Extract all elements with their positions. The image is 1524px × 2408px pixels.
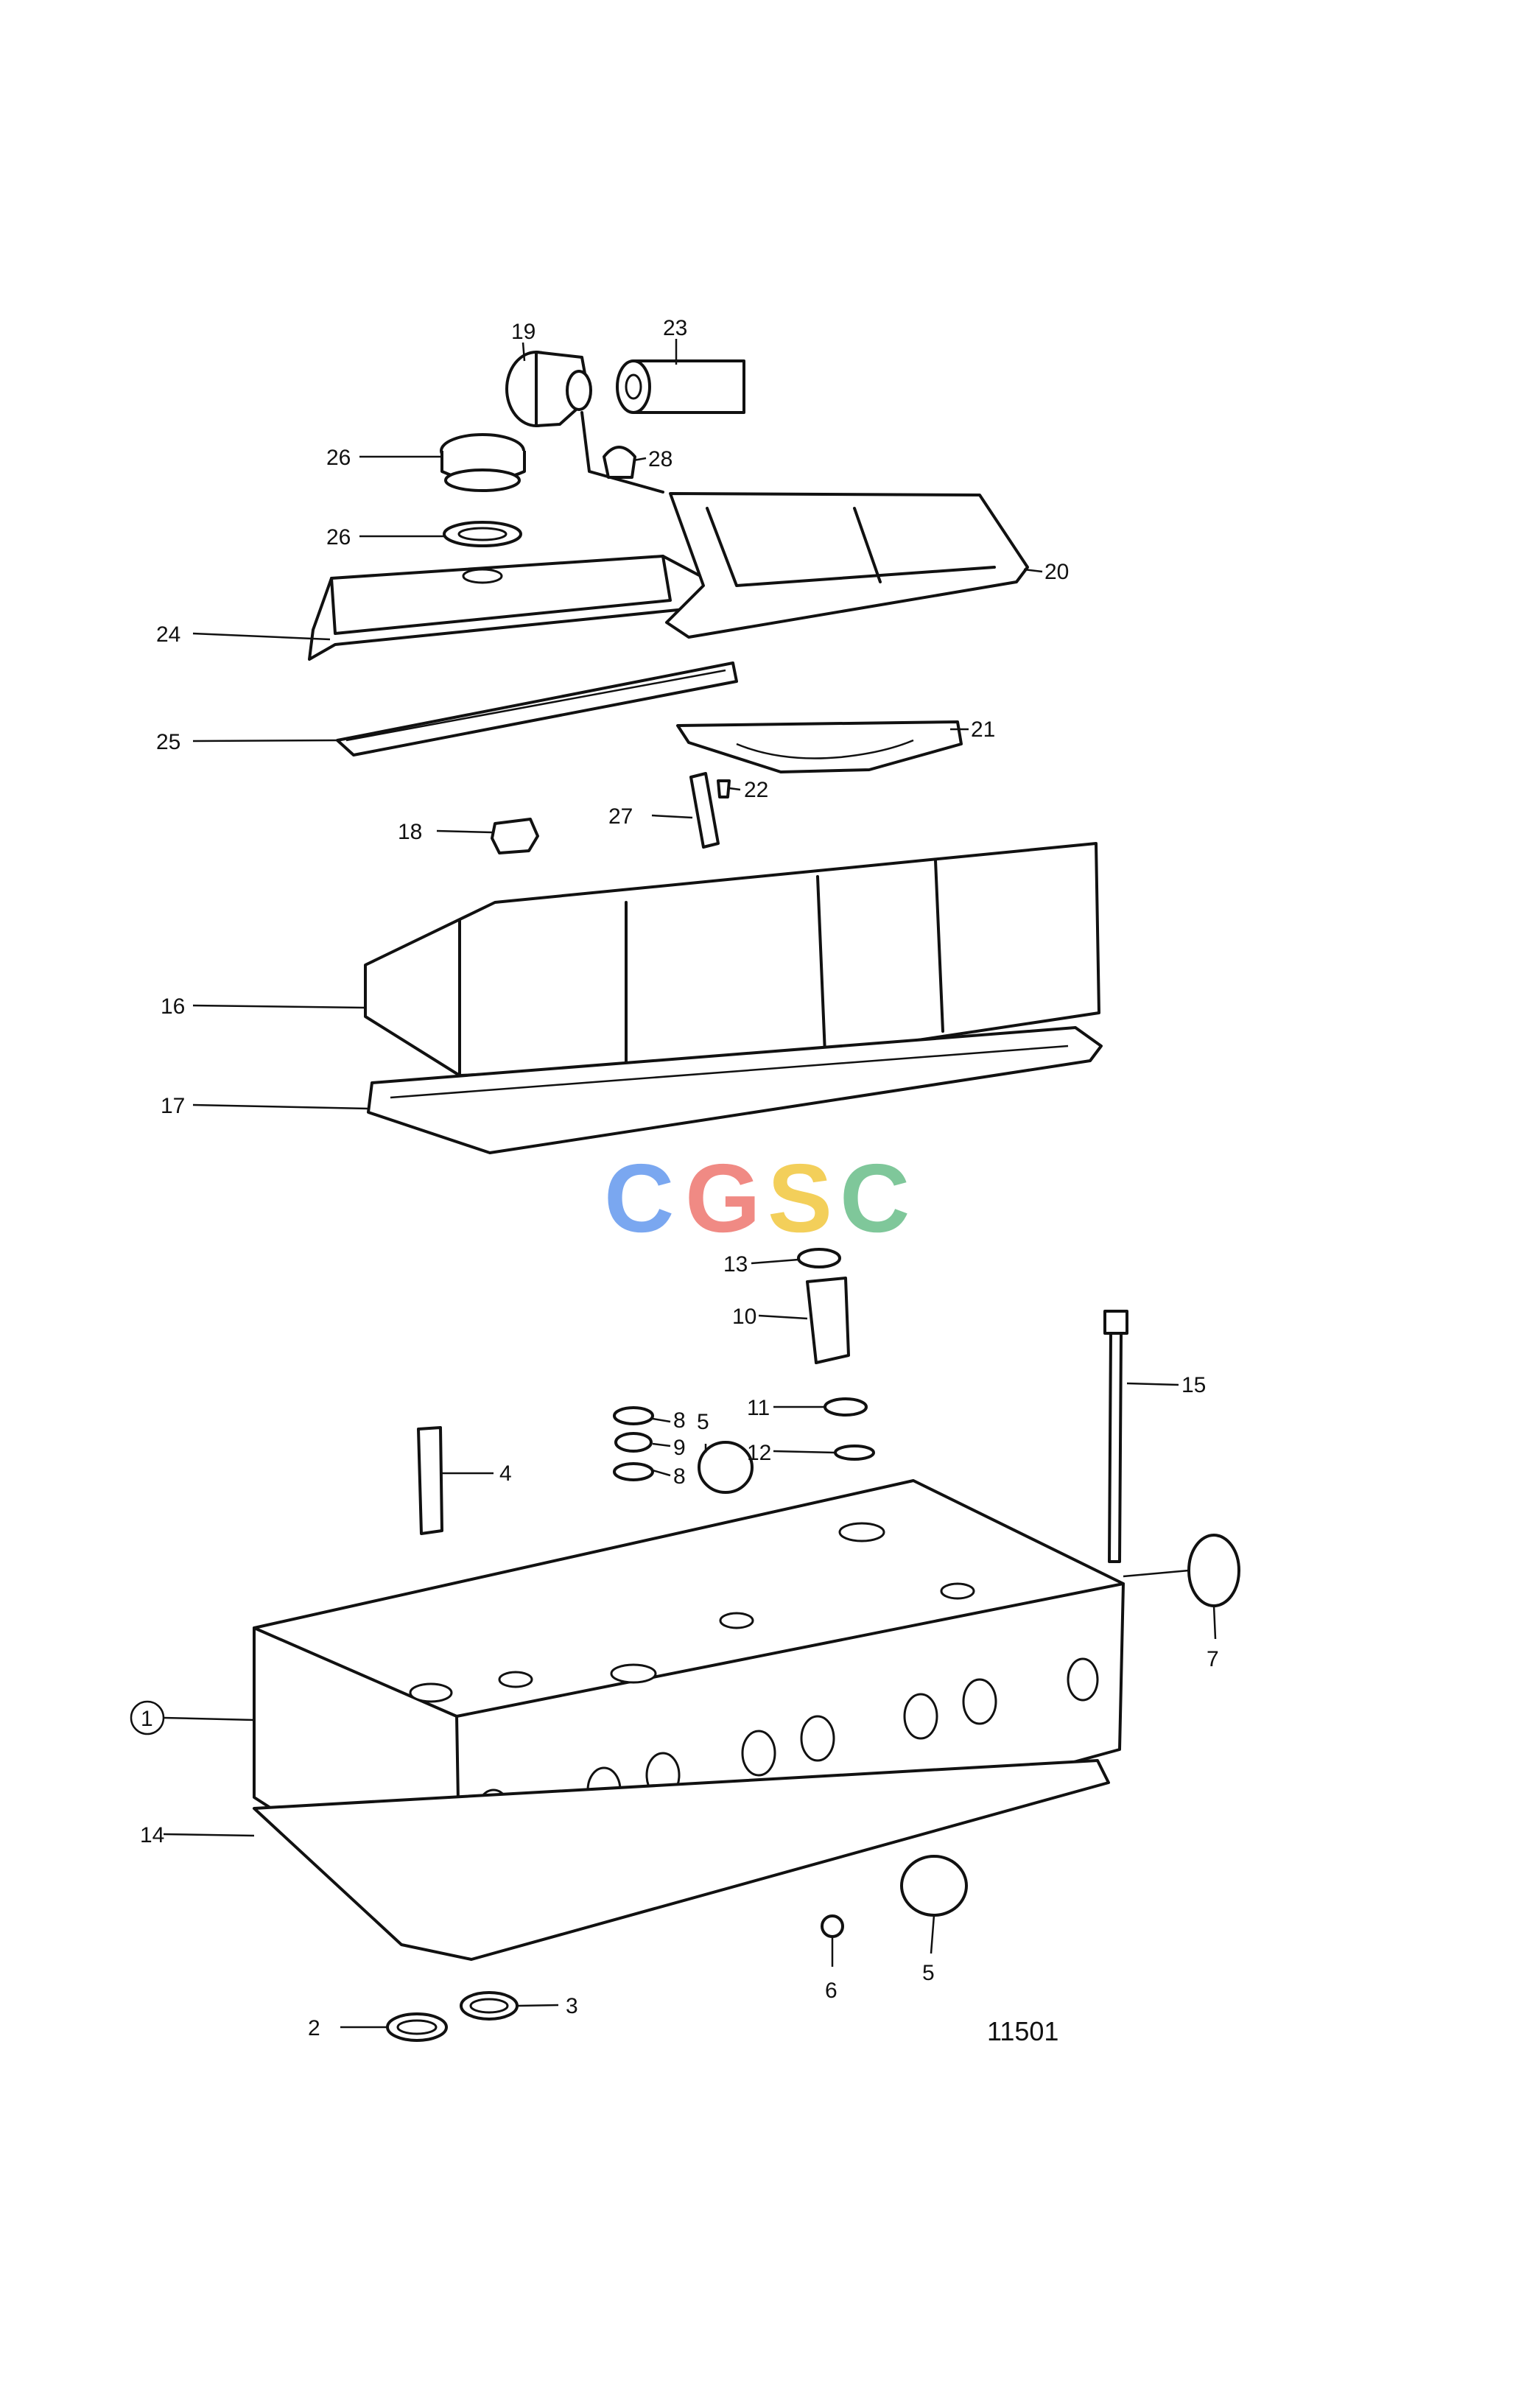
watermark-letter-g: G [685, 1144, 761, 1252]
seat-ring-2 [386, 2012, 448, 2042]
callout-label: 25 [156, 730, 180, 754]
gasket-21 [676, 720, 963, 773]
screw-22 [717, 779, 731, 798]
callout-label: 8 [673, 1464, 686, 1489]
watermark-letter-c1: C [604, 1144, 674, 1252]
injector-sleeve-10 [806, 1277, 850, 1364]
callout-1-circle [130, 1700, 165, 1735]
callout-label: 28 [648, 447, 673, 471]
callout-label: 15 [1181, 1373, 1206, 1397]
breather-pipe [580, 411, 664, 494]
seal-11 [824, 1397, 868, 1417]
watermark-letter-s: S [768, 1144, 832, 1252]
figure-reference-number: 11501 [987, 2016, 1058, 2046]
callout-label: 5 [922, 1961, 935, 1985]
nut-18 [491, 818, 539, 854]
rocker-cover-16 [364, 842, 1100, 1077]
callout-label: 21 [971, 717, 995, 742]
stud-27 [689, 772, 720, 849]
seat-ring-3 [460, 1991, 519, 2021]
expansion-plug-5-top [698, 1441, 754, 1494]
callout-label: 4 [499, 1461, 512, 1486]
callout-label: 17 [161, 1094, 185, 1118]
seal-ring-26 [443, 521, 522, 547]
callout-label: 20 [1044, 560, 1069, 584]
pin-6 [821, 1914, 844, 1938]
callout-label: 27 [608, 804, 633, 829]
gasket-25 [336, 661, 738, 757]
gasket-17 [367, 1026, 1103, 1154]
oil-filler-cap-26 [440, 433, 526, 492]
callout-label: 10 [732, 1305, 756, 1329]
expansion-plug-5-bottom [900, 1855, 968, 1917]
valve-guide-4 [417, 1426, 443, 1535]
washer-13 [797, 1248, 841, 1268]
hose-fitting-19 [505, 351, 592, 427]
callout-label: 1 [141, 1707, 153, 1731]
cap-28 [603, 446, 636, 479]
plug-7 [1187, 1534, 1240, 1607]
leader-lines [163, 339, 1217, 2029]
callout-labels: 1 2 3 4 5 5 6 7 8 8 9 10 11 12 13 14 15 … [130, 316, 1219, 2040]
callout-label: 7 [1207, 1647, 1219, 1671]
callout-label: 14 [140, 1823, 164, 1847]
watermark-logo: C G S C [604, 1144, 910, 1252]
bolt-15 [1103, 1310, 1128, 1563]
hose-23 [616, 359, 745, 414]
callout-label: 23 [663, 316, 687, 340]
callout-label: 13 [723, 1252, 748, 1277]
callout-label: 12 [747, 1441, 771, 1465]
callout-label: 22 [744, 778, 768, 802]
callout-label: 19 [511, 320, 535, 344]
rings-8-9-8 [613, 1406, 654, 1481]
watermark-letter-c2: C [840, 1144, 910, 1252]
callout-label: 6 [825, 1979, 838, 2003]
callout-label: 8 [673, 1408, 686, 1433]
callout-label: 24 [156, 622, 180, 647]
callout-label: 11 [747, 1396, 770, 1420]
callout-label: 2 [308, 2016, 320, 2040]
callout-label: 9 [673, 1436, 686, 1460]
callout-label: 16 [161, 994, 185, 1019]
o-ring-12 [834, 1445, 875, 1461]
callout-label: 3 [566, 1994, 578, 2018]
cover-24 [308, 555, 727, 661]
callout-label: 18 [398, 820, 422, 844]
valve-cover-20 [665, 492, 1029, 639]
callout-label: 26 [326, 525, 351, 550]
callout-label: 5 [697, 1410, 709, 1434]
head-gasket-14 [253, 1759, 1110, 1961]
callout-label: 26 [326, 446, 351, 470]
